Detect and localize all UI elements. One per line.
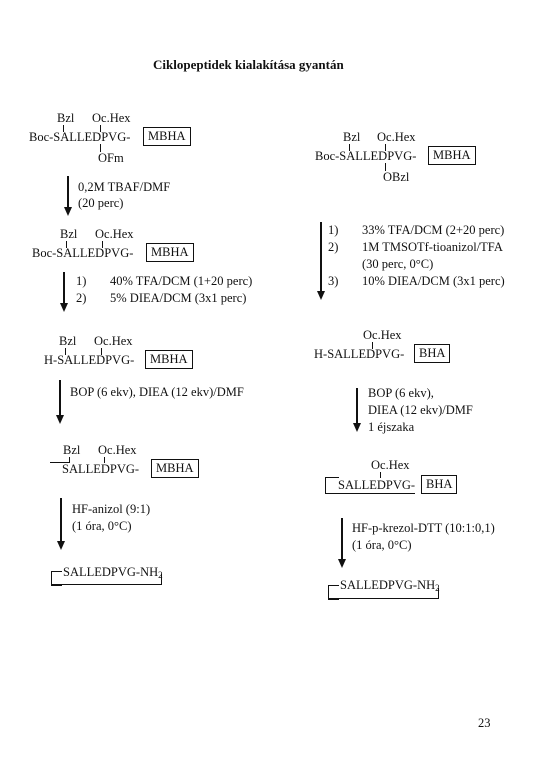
bond-line [102,241,103,248]
peptide-sequence: Boc-SALLEDPVG- [29,130,131,144]
condition-text: 1 éjszaka [368,420,415,434]
bond-line [385,144,386,151]
step-number: 3) [328,274,339,288]
cyclic-bracket-end [161,574,162,585]
cyclic-bracket-bottom [328,598,438,599]
reagent-text: HF-p-krezol-DTT (10:1:0,1) [352,521,495,535]
reagent-text: 0,2M TBAF/DMF [78,180,171,194]
reagent-text: 10% DIEA/DCM (3x1 perc) [362,274,505,288]
reagent-text: 33% TFA/DCM (2+20 perc) [362,223,505,237]
condition-text: (1 óra, 0°C) [72,519,132,533]
cyclic-bracket [51,571,62,586]
cyclization-bond [325,477,326,493]
protecting-group-bzl: Bzl [63,443,81,457]
peptide-sequence: Boc-SALLEDPVG- [315,149,417,163]
reaction-arrow [338,518,346,568]
bond-line [372,342,373,349]
bond-line [104,457,105,463]
cyclic-bracket-end [438,588,439,599]
cyclization-bond [50,462,70,463]
reaction-arrow [317,222,325,300]
page-title: Ciklopeptidek kialakítása gyantán [153,57,344,72]
resin-box: MBHA [143,127,191,146]
cyclization-bond [325,477,339,478]
bond-line [65,348,66,355]
reagent-text: 1M TMSOTf-tioanizol/TFA [362,240,503,254]
reaction-arrow [64,176,72,216]
reaction-arrow [56,380,64,424]
step-number: 1) [328,223,339,237]
protecting-group-bzl: Bzl [59,334,77,348]
reagent-text: HF-anizol (9:1) [72,502,151,516]
bond-line [349,144,350,151]
bond-line [385,163,386,171]
bond-line [101,348,102,355]
resin-box: BHA [414,344,451,363]
reagent-text: 5% DIEA/DCM (3x1 perc) [110,291,247,305]
final-product: SALLEDPVG-NH2 [63,565,163,580]
protecting-group-ochex: Oc.Hex [377,130,416,144]
reaction-arrow [60,272,68,312]
page-number: 23 [478,716,491,730]
bond-line [100,125,101,132]
resin-box: MBHA [145,350,193,369]
protecting-group-ochex: Oc.Hex [363,328,402,342]
step-number: 2) [76,291,87,305]
resin-box: BHA [421,475,458,494]
bond-line [100,144,101,152]
peptide-sequence: H-SALLEDPVG- [44,353,135,367]
bond-line [380,472,381,478]
bond-line [66,241,67,248]
cyclic-bracket-bottom [51,584,161,585]
peptide-sequence: H-SALLEDPVG- [314,347,405,361]
reagent-text: DIEA (12 ekv)/DMF [368,403,473,417]
resin-box: MBHA [146,243,194,262]
protecting-group-ochex: Oc.Hex [92,111,131,125]
condition-text: (30 perc, 0°C) [362,257,434,271]
protecting-group-bzl: Bzl [60,227,78,241]
reagent-text: BOP (6 ekv), [368,386,434,400]
resin-box: MBHA [151,459,199,478]
step-number: 1) [76,274,87,288]
reagent-text: BOP (6 ekv), DIEA (12 ekv)/DMF [70,385,244,399]
bond-line [69,457,70,463]
protecting-group-ochex: Oc.Hex [371,458,410,472]
condition-text: (20 perc) [78,196,124,210]
final-product: SALLEDPVG-NH2 [340,578,440,593]
protecting-group-ochex: Oc.Hex [95,227,134,241]
peptide-sequence: SALLEDPVG- [62,462,140,476]
cyclic-bracket-bottom [325,493,415,494]
protecting-group-ofm: OFm [98,151,124,165]
bond-line [63,125,64,132]
peptide-sequence: Boc-SALLEDPVG- [32,246,134,260]
protecting-group-obzl: OBzl [383,170,410,184]
reaction-arrow [57,498,65,550]
protecting-group-ochex: Oc.Hex [94,334,133,348]
step-number: 2) [328,240,339,254]
protecting-group-bzl: Bzl [343,130,361,144]
protecting-group-bzl: Bzl [57,111,75,125]
resin-box: MBHA [428,146,476,165]
condition-text: (1 óra, 0°C) [352,538,412,552]
reaction-arrow [353,388,361,432]
peptide-sequence: SALLEDPVG- [338,478,416,492]
cyclic-bracket [328,585,339,600]
protecting-group-ochex: Oc.Hex [98,443,137,457]
reagent-text: 40% TFA/DCM (1+20 perc) [110,274,253,288]
